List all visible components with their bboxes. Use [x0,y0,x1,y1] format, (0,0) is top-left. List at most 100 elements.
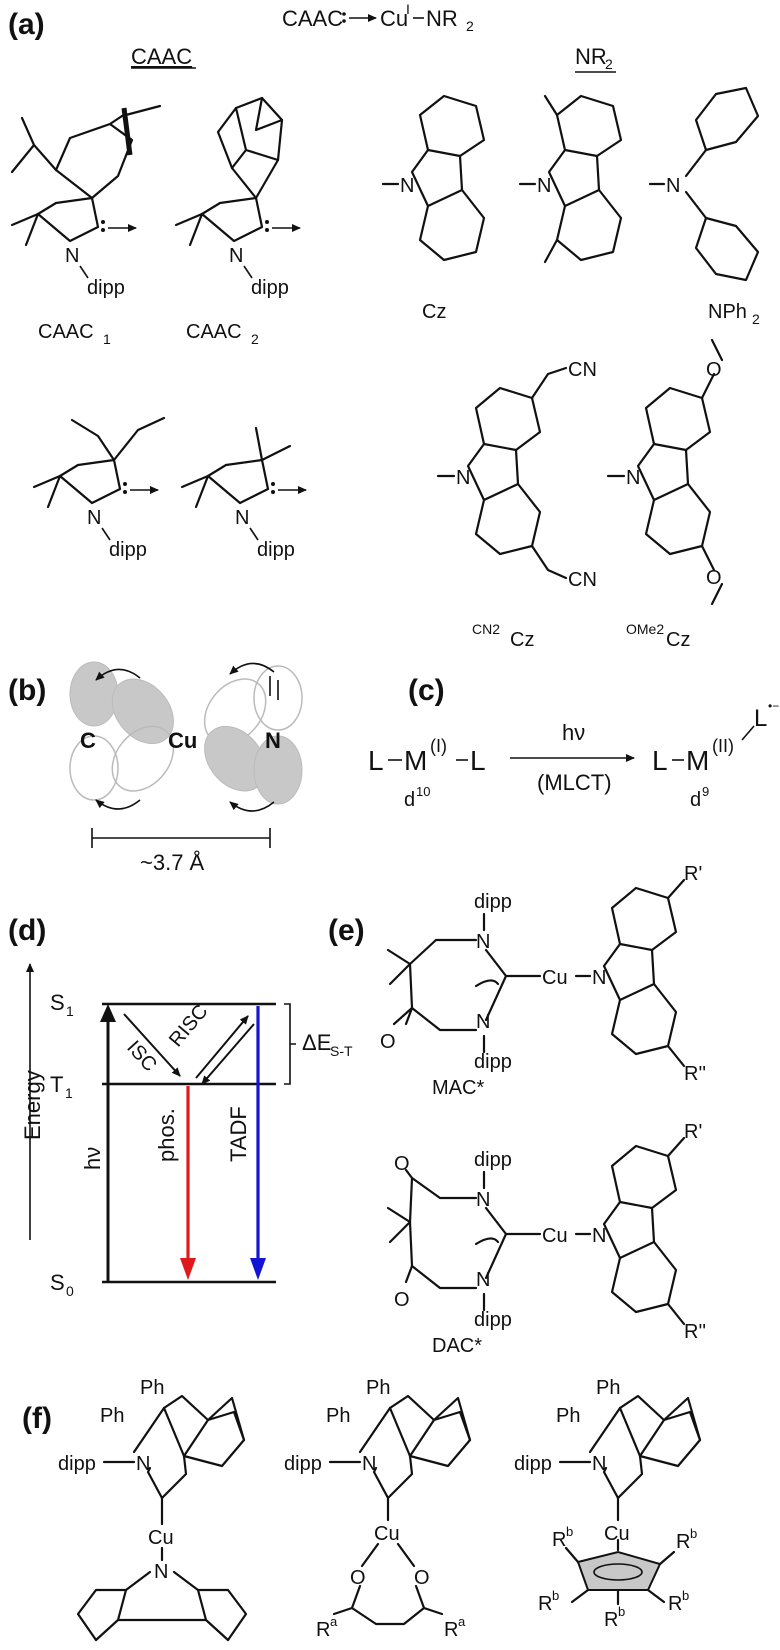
mlct-d10: d [404,789,415,811]
f3-ph-left: Ph [556,1405,580,1427]
mac-o: O [380,1031,396,1053]
gap-sub: S-T [330,1043,353,1059]
ome2cz-n: N [626,467,640,489]
cn2cz-structure: N CN CN CN2 Cz [436,359,597,651]
mlct-l2: L [470,745,486,776]
dac-n-bottom: N [476,1269,490,1291]
mac-dipp-bottom: dipp [474,1051,512,1073]
f2-o-right: O [414,1567,430,1589]
dac-r1: R' [684,1121,702,1143]
f3-dipp: dipp [514,1453,552,1475]
mac-dipp-top: dipp [474,891,512,913]
caac1-n: N [65,245,79,267]
formula-cu: Cu [380,6,408,31]
formula-cu-ox: I [406,1,410,17]
caac2-structure: N dipp CAAC 2 [174,96,301,347]
nph2-label: NPh [708,301,747,323]
panel-f-label: (f) [22,1402,52,1435]
dac-o-top: O [394,1153,410,1175]
mlct-m2: M [686,745,709,776]
orbital-n: N [265,728,281,753]
cz-structure: N Cz [381,94,486,323]
cz-label: Cz [422,301,446,323]
mlct-ox2: (II) [712,736,734,756]
f3-cu: Cu [604,1523,630,1545]
caac-tetramethyl-structure: N dipp [180,426,307,561]
ome2cz-o-top: O [706,359,722,381]
caac2-dipp: dipp [251,277,289,299]
risc-arrow-down [201,1023,255,1085]
formula-nr: NR [426,6,458,31]
f3-rb-5: R [604,1609,618,1631]
dac-label: DAC* [432,1335,482,1357]
f3-ph-top: Ph [596,1377,620,1399]
panel-d-label: (d) [8,914,46,947]
f1-dipp: dipp [58,1453,96,1475]
caac2-name: CAAC [186,321,242,343]
dac-n-top: N [476,1189,490,1211]
phos-label: phos. [154,1108,179,1162]
caac-header: CAAC [131,44,192,69]
mac-n-top: N [476,931,490,953]
excitation-label: hν [80,1147,105,1170]
ome2cz-label: Cz [666,629,690,651]
nph2-n: N [666,175,680,197]
s1-sub: 1 [66,1003,74,1019]
dac-dipp-bottom: dipp [474,1309,512,1331]
svg-text:b: b [682,1588,689,1603]
orbital-diagram: C Cu N ~3.7 Å [69,661,303,875]
mac-cu: Cu [542,967,568,989]
orbital-c: C [80,728,96,753]
mlct-radical: •− [768,699,779,713]
t1-label: T [50,1072,63,1097]
cn2cz-cn-top: CN [568,359,597,381]
svg-text:b: b [690,1526,697,1541]
s1-label: S [50,990,65,1015]
mac-n-bottom: N [476,1011,490,1033]
f2-n: N [362,1453,376,1475]
jablonski-diagram: Energy S 1 T 1 S 0 hν ISC RISC phos. TAD… [20,963,353,1299]
ome2cz-sup: OMe2 [626,621,664,637]
panel-a-label: (a) [8,8,45,41]
f3-rb-3: R [538,1593,552,1615]
f-cz-complex: Ph Ph dipp N Cu N [58,1377,248,1642]
caac1-dipp: dipp [87,277,125,299]
caac1-name: CAAC [38,321,94,343]
isc-arrow [123,1013,181,1077]
f2-ra-right: R [444,1619,458,1641]
formula-caac: CAAC [282,6,343,31]
dac-dipp-top: dipp [474,1149,512,1171]
energy-axis-label: Energy [20,1070,45,1140]
gap-label: ΔE [302,1030,331,1055]
f1-ph-top: Ph [140,1377,164,1399]
mlct-ox1: (I) [430,736,447,756]
mac-n-cz: N [592,967,606,989]
f1-cu: Cu [148,1527,174,1549]
s0-label: S [50,1270,65,1295]
f2-o-left: O [350,1567,366,1589]
dac-o-bottom: O [394,1289,410,1311]
mlct-l3: L [652,745,668,776]
nph2-sub: 2 [752,311,760,327]
nr2-header: NR 2 [575,44,616,73]
cz-n: N [400,175,414,197]
caac4-n: N [235,507,249,529]
mlct-m1: M [404,745,427,776]
isc-label: ISC [122,1037,161,1077]
mlct-label: (MLCT) [537,770,612,795]
mlct-d10-sup: 10 [416,784,430,799]
cn2cz-cn-bottom: CN [568,569,597,591]
ome2cz-structure: N O O OMe2 Cz [606,338,724,651]
dac-n-cz: N [592,1225,606,1247]
svg-text:b: b [566,1524,573,1539]
mlct-d9-sup: 9 [702,784,709,799]
mac-structure: N N dipp dipp O Cu N R' R'' MAC* [380,863,706,1099]
mlct-l4: L [754,705,767,732]
me2-cz-structure: N [518,94,623,264]
f3-rb-1: R [552,1529,566,1551]
dac-cu: Cu [542,1225,568,1247]
me2-cz-n: N [537,175,551,197]
f2-ph-top: Ph [366,1377,390,1399]
panel-e-label: (e) [328,914,365,947]
f1-n-cz: N [154,1561,168,1583]
